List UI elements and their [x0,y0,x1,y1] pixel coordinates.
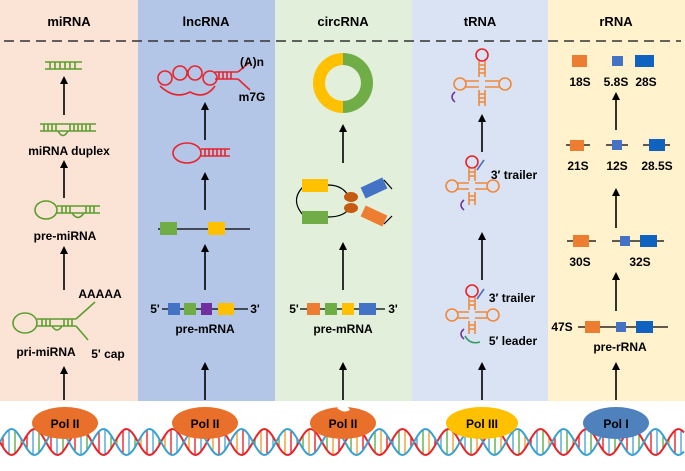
column-title-trna: tRNA [464,14,497,29]
rrna-285s-label: 28.5S [641,159,672,173]
dna-strand-1 [0,427,685,457]
polymerase-rrna: Pol I [583,407,649,439]
lncrna-spliced [158,222,250,235]
circrna-five-prime: 5' [289,302,299,316]
circrna-backsplice [295,177,393,227]
pri-mirna-label: pri-miRNA [16,345,76,359]
rrna-12s-label: 12S [606,159,627,173]
rrna-30s-32s [567,235,664,247]
column-title-rrna: rRNA [599,14,633,29]
polymerase-trna-label: Pol III [466,417,498,431]
polymerase-lncrna-label: Pol II [191,417,220,431]
polymerase-lncrna: Pol II [172,407,238,439]
rrna-21s-label: 21S [567,159,588,173]
trna-precursor [445,284,500,344]
column-title-lncrna: lncRNA [183,14,231,29]
column-bg-mirna [0,0,138,466]
pri-mirna-hairpin [12,301,96,341]
column-title-mirna: miRNA [47,14,91,29]
polymerase-circrna: Pol II [310,404,376,439]
rrna-21s-12s-285s [566,139,670,151]
polymerase-rrna-label: Pol I [603,417,628,431]
mirna-polya-label: AAAAA [78,287,122,301]
rrna-mature [572,55,654,67]
circrna-three-prime: 3' [388,302,398,316]
polymerase-circrna-label: Pol II [329,417,358,431]
pre-mirna-hairpin [34,200,100,220]
trna-trailer-bottom-label: 3′ trailer [489,291,536,305]
rrna-pre-label: pre-rRNA [593,340,647,354]
polymerase-trna: Pol III [446,407,518,439]
mirna-mature [45,61,82,70]
rrna-18s-label: 18S [569,75,590,89]
circrna-ring [313,53,373,113]
trna-mature [451,48,512,106]
mirna-cap-label: 5' cap [91,347,125,361]
trna-trailer-top-label: 3′ trailer [491,168,538,182]
rrna-47s [578,321,668,333]
column-bg-trna [412,0,548,466]
circrna-pre-mrna-label: pre-mRNA [313,322,373,336]
rrna-30s-label: 30S [569,255,590,269]
polymerase-mirna: Pol II [32,407,98,439]
lncrna-polya-label: (A)n [240,55,264,69]
mirna-duplex-shape [40,123,96,137]
lncrna-pre-mrna [162,303,248,315]
trna-intermediate [445,155,500,211]
polymerase-mirna-label: Pol II [51,417,80,431]
lncrna-three-prime: 3' [250,302,260,316]
rrna-47s-label: 47S [551,320,572,334]
lncrna-cap-label: m7G [239,90,266,104]
rrna-58s-label: 5.8S [604,75,629,89]
lncrna-hairpin [172,142,230,164]
circrna-pre-mrna [300,303,385,315]
lncrna-five-prime: 5' [150,302,160,316]
rrna-32s-label: 32S [629,255,650,269]
pre-mirna-label: pre-miRNA [34,229,97,243]
mirna-duplex-label: miRNA duplex [28,144,110,158]
lncrna-pre-mrna-label: pre-mRNA [175,322,235,336]
lncrna-mature [157,61,251,96]
rrna-28s-label: 28S [635,75,656,89]
column-title-circrna: circRNA [317,14,369,29]
column-bg-lncrna [138,0,275,466]
trna-leader-label: 5′ leader [489,334,538,348]
